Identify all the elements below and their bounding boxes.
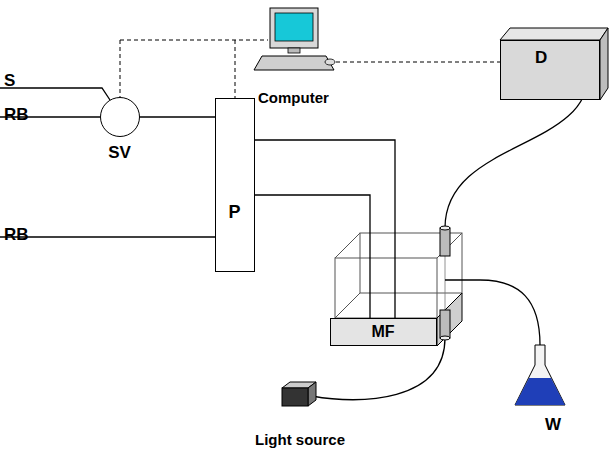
flow-tube <box>255 140 395 318</box>
source-side <box>308 382 316 406</box>
node-label: D <box>535 49 547 68</box>
connector-cap <box>440 336 450 340</box>
tube-line <box>140 116 215 117</box>
computer-icon <box>254 8 335 70</box>
flask-body <box>515 345 565 405</box>
connector-cap <box>440 226 450 230</box>
carrier-tube <box>0 236 215 237</box>
inlet-label: RB <box>4 106 29 125</box>
flow-tube <box>255 195 370 318</box>
monitor <box>270 8 318 48</box>
connector <box>440 310 450 338</box>
pump-box: P <box>215 98 255 272</box>
fiber <box>312 338 445 400</box>
waste-tube <box>445 280 540 345</box>
screen <box>275 13 313 41</box>
light-source-icon <box>282 382 316 406</box>
node-label: P <box>228 203 240 223</box>
mouse <box>325 59 335 65</box>
dashed-signal-line <box>120 40 121 97</box>
flow-cell-base: MF <box>330 318 437 346</box>
device-label: Computer <box>258 90 329 107</box>
waste-flask <box>515 345 565 405</box>
detector-box: D <box>500 40 600 100</box>
waste-label: W <box>545 416 561 435</box>
monitor-stand <box>288 48 300 53</box>
cube-front <box>335 258 437 318</box>
source-front <box>282 388 308 406</box>
base-side <box>437 293 462 346</box>
node-label: MF <box>371 323 394 341</box>
detector-side <box>600 28 608 100</box>
device-label: Light source <box>255 432 345 449</box>
optical-fibers <box>312 72 588 400</box>
connector <box>440 228 450 256</box>
light-path <box>445 256 446 310</box>
dashed-signal-line <box>235 40 236 98</box>
detector-body <box>500 28 608 100</box>
valve-circle: SV <box>100 97 140 137</box>
sample-tube <box>0 88 110 100</box>
inlet-label: RB <box>4 226 29 245</box>
tube-line <box>255 140 395 318</box>
flask-liquid <box>515 378 565 405</box>
node-label: SV <box>108 144 131 163</box>
detector-top <box>500 28 608 40</box>
inlet-label: S <box>4 72 15 91</box>
inlet-tubes <box>0 88 215 237</box>
tube-line <box>255 195 370 318</box>
keyboard <box>254 56 334 70</box>
dashed-signal-line <box>336 62 500 63</box>
flow-tube <box>140 117 215 118</box>
dashed-signal-line <box>120 40 268 41</box>
fiber-connectors <box>440 226 450 340</box>
